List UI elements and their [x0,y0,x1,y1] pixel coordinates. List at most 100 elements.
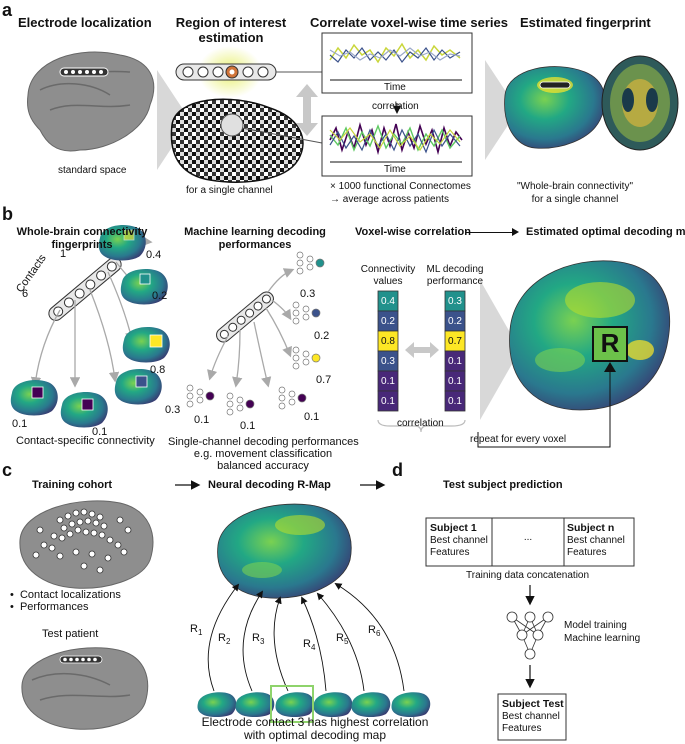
dec-value-5: 0.1 [240,420,256,432]
dec-cell-6: 0.1 [448,396,462,407]
r-map-arrows [207,583,405,692]
fingerprint-brains [10,225,170,428]
r-label-2-text: R2 [218,632,231,647]
col1-label-2: values [373,276,403,287]
header-optimal-map: Estimated optimal decoding map [526,226,685,238]
model-network-icon [506,611,554,660]
conn-cell-6: 0.1 [381,396,395,407]
fp-value-6: 0.1 [12,418,28,430]
training-cohort-brain [19,500,154,589]
dec-cell-3: 0.7 [448,336,462,347]
header-arrowhead-b [512,228,519,236]
decoding-caption-1: Single-channel decoding performances [168,436,359,448]
connector-line-bottom [241,127,323,144]
contact-first: 1 [60,248,67,260]
panel-letter-a: a [2,0,13,20]
fp-value-4: 0.3 [165,404,181,416]
dec-value-4: 0.1 [304,411,320,423]
conn-cell-2: 0.2 [381,316,395,327]
col1-label-1: Connectivity [360,264,416,275]
r-label-6-text: R6 [368,624,381,639]
machine-learning-label: Machine learning [564,633,641,644]
dec-value-1: 0.3 [300,288,316,300]
subjectn-line1: Best channel [567,535,625,546]
time-series-top [321,32,473,94]
dec-cell-4: 0.1 [448,356,462,367]
header-test-prediction: Test subject prediction [443,479,563,491]
time-label-top: Time [384,82,406,93]
network-icons [186,251,325,416]
test-subject-line2: Features [502,723,542,734]
repeat-label: repeat for every voxel [470,434,567,445]
dec-cell-1: 0.3 [448,296,462,307]
subject1-line1: Best channel [430,535,488,546]
repeat-loop-line [477,365,611,448]
decoding-column [444,290,466,412]
r-label-5: R5 [336,632,348,646]
bullet-2-text: Performances [19,601,89,613]
contact-map-brains [197,692,431,717]
r-label-4-text: R4 [303,638,316,653]
highlight-contact-3 [270,685,314,723]
col2-label-2: performance [426,276,484,287]
time-label-bottom: Time [384,164,406,175]
time-series-bottom [321,115,473,177]
fp-value-3: 0.8 [150,364,166,376]
axial-slice [601,55,679,151]
fp-value-2: 0.2 [152,290,168,302]
single-channel-label: for a single channel [186,185,273,196]
r-map-brain [217,503,352,599]
r-label-4: R4 [303,638,315,652]
standard-space-label: standard space [58,165,127,176]
bullet-contact-localizations: • Contact localizations [10,589,121,601]
bullet-1-text: Contact localizations [19,589,121,601]
r-label-2: R2 [218,632,230,646]
flow-arrow-a2 [485,60,518,160]
test-subject-cell: Subject Test Best channel Features [502,698,564,735]
bullet-performances: • Performances [10,601,89,613]
test-subject-box [497,693,567,741]
conn-cell-3: 0.8 [381,336,395,347]
fingerprint-caption-2: for a single channel [531,194,619,205]
connectomes-line-2: → average across patients [330,194,449,205]
r-label-1: R1 [190,623,202,637]
test-patient-brain [21,647,149,730]
r-voxel-box [592,326,628,362]
connectomes-line-1: × 1000 functional Connectomes [330,181,471,192]
header-correlate-time-series: Correlate voxel-wise time series [310,15,508,30]
r-letter: R [600,328,620,358]
correlation-label-a: correlation [372,101,419,112]
header-estimated-fingerprint: Estimated fingerprint [520,15,651,30]
r-label-5-text: R5 [336,632,349,647]
test-patient-label: Test patient [42,628,99,640]
r-label-3-text: R3 [252,632,265,647]
subjectn-cell: Subject n Best channel Features [567,522,625,559]
r-label-3: R3 [252,632,264,646]
subject1-title: Subject 1 [430,522,477,534]
conn-cell-1: 0.4 [381,296,395,307]
c-caption-2: with optimal decoding map [243,728,387,742]
flow-arrow-b [480,280,520,420]
subjectn-line2: Features [567,547,607,558]
col2-label-1: ML decoding [426,264,484,275]
model-training-label: Model training [564,620,627,631]
header-roi-estimation: Region of interest estimation [175,15,287,45]
subject1-cell: Subject 1 Best channel Features [430,522,488,559]
dec-cell-5: 0.1 [448,376,462,387]
ellipsis: ... [523,532,533,543]
r-label-6: R6 [368,624,380,638]
double-arrow-b [405,342,439,358]
concat-label: Training data concatenation [466,570,590,581]
c-caption-1: Electrode contact 3 has highest correlat… [201,715,429,729]
panel-letter-c: c [2,460,13,480]
decoding-strip [216,291,274,343]
repeat-loop-arrowhead [604,362,616,372]
dec-value-6: 0.1 [194,414,210,426]
voxel-grid-brain [170,98,304,183]
fp-value-1: 0.4 [146,249,162,261]
training-concat-box [425,517,635,567]
fingerprint-brain [504,66,606,149]
header-electrode-localization: Electrode localization [18,15,152,30]
electrode-strip-roi [175,46,277,98]
dec-cell-2: 0.2 [448,316,462,327]
